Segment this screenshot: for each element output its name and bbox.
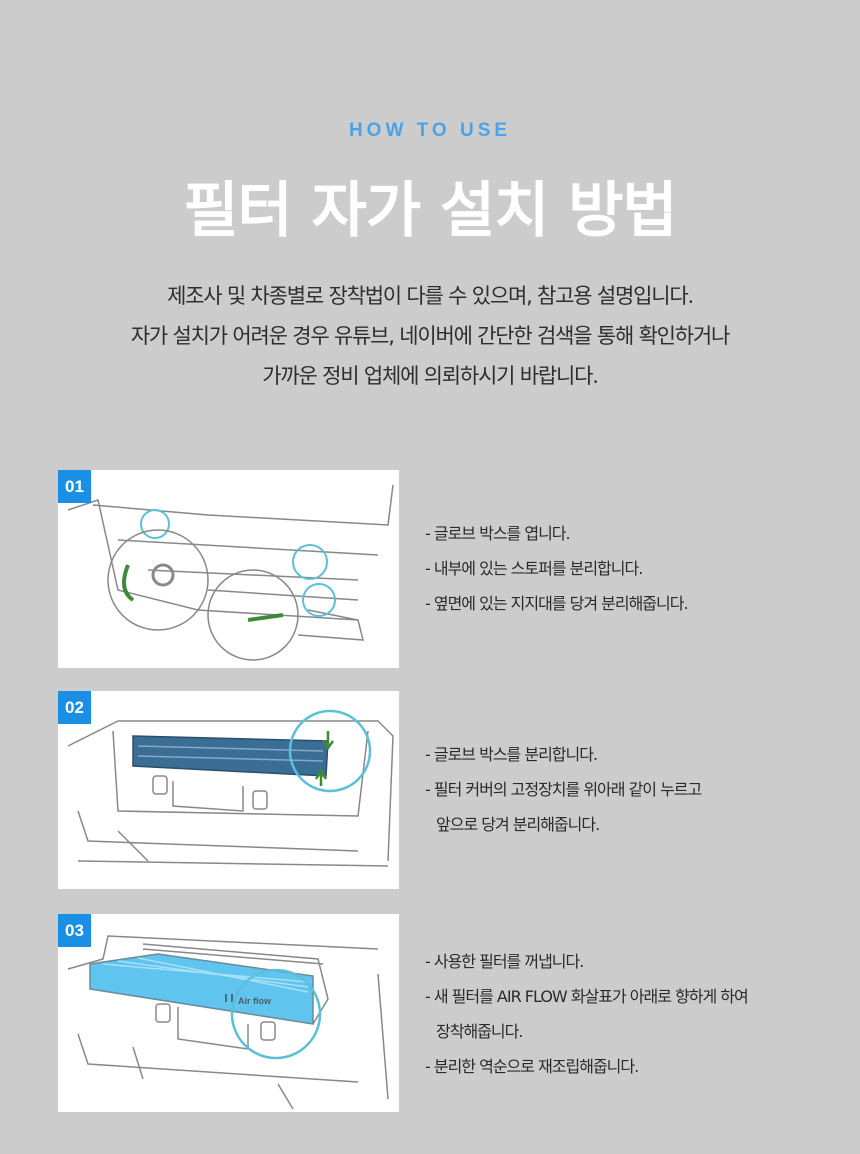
step-line: - 옆면에 있는 지지대를 당겨 분리해줍니다. <box>425 594 689 613</box>
step-line: 장착해줍니다. <box>436 1022 523 1041</box>
step-number-badge: 03 <box>58 914 91 947</box>
step-line: - 사용한 필터를 꺼냅니다. <box>425 952 584 971</box>
step-2-illustration: 02 <box>58 691 399 889</box>
how-to-use-eyebrow: HOW TO USE <box>348 120 512 141</box>
step-line: - 내부에 있는 스토퍼를 분리합니다. <box>425 559 643 578</box>
intro-line: 자가 설치가 어려운 경우 유튜브, 네이버에 간단한 검색을 통해 확인하거나 <box>130 324 731 348</box>
new-filter-install-illustration: Air flow <box>67 935 389 1110</box>
step-line: - 필터 커버의 고정장치를 위아래 같이 누르고 <box>425 780 702 799</box>
step-line: - 글로브 박스를 엽니다. <box>425 524 571 543</box>
intro-line: 제조사 및 차종별로 장착법이 다를 수 있으며, 참고용 설명입니다. <box>167 284 694 308</box>
step-1-description: - 글로브 박스를 엽니다. - 내부에 있는 스토퍼를 분리합니다. - 옆면… <box>425 516 689 621</box>
step-line: - 분리한 역순으로 재조립해줍니다. <box>425 1057 639 1076</box>
step-line: - 새 필터를 AIR FLOW 화살표가 아래로 향하게 하여 <box>425 987 749 1006</box>
glovebox-open-illustration <box>67 484 394 661</box>
step-2-description: - 글로브 박스를 분리합니다. - 필터 커버의 고정장치를 위아래 같이 누… <box>425 737 702 842</box>
step-number-badge: 02 <box>58 691 91 724</box>
filter-cover-illustration <box>67 709 394 867</box>
step-1-illustration: 01 <box>58 470 399 668</box>
step-number-badge: 01 <box>58 470 91 503</box>
step-3-description: - 사용한 필터를 꺼냅니다. - 새 필터를 AIR FLOW 화살표가 아래… <box>425 944 749 1084</box>
step-line: 앞으로 당겨 분리해줍니다. <box>436 815 600 834</box>
step-line: - 글로브 박스를 분리합니다. <box>425 745 598 764</box>
step-3-illustration: Air flow 03 <box>58 914 399 1112</box>
intro-text: 제조사 및 차종별로 장착법이 다를 수 있으며, 참고용 설명입니다. 자가 … <box>0 276 860 396</box>
intro-line: 가까운 정비 업체에 의뢰하시기 바랍니다. <box>262 364 599 388</box>
air-flow-label: Air flow <box>238 996 272 1006</box>
page-title: 필터 자가 설치 방법 <box>183 176 677 246</box>
